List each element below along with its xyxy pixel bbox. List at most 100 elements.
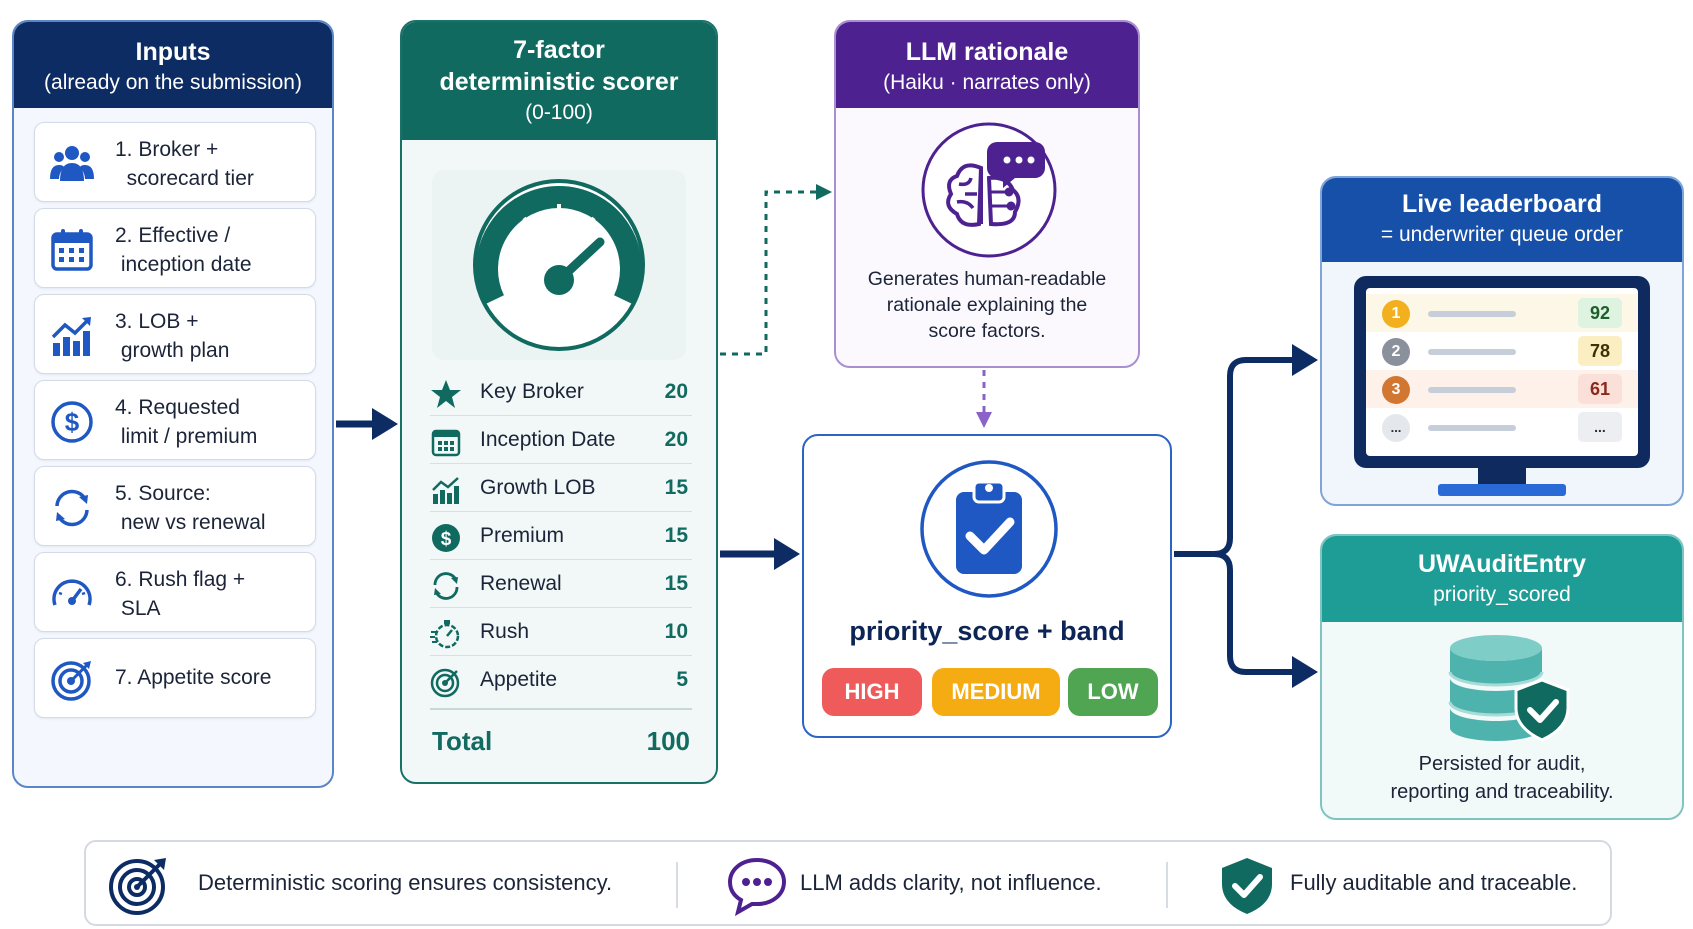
stopwatch-icon bbox=[430, 620, 460, 649]
input-item-appetite: 7. Appetite score bbox=[34, 638, 316, 718]
scorer-range: (0-100) bbox=[525, 101, 593, 124]
leaderboard-header: Live leaderboard = underwriter queue ord… bbox=[1322, 178, 1682, 262]
factor-value: 15 bbox=[664, 572, 688, 595]
input-item-rush: 6. Rush flag + SLA bbox=[34, 552, 316, 632]
leaderboard-subtitle: = underwriter queue order bbox=[1380, 223, 1624, 246]
audit-title: UWAuditEntry bbox=[1417, 550, 1587, 578]
row-placeholder-bar bbox=[1428, 311, 1516, 317]
arrowhead bbox=[816, 184, 832, 200]
factor-name: Inception Date bbox=[480, 428, 616, 451]
total-label: Total bbox=[432, 726, 493, 756]
arrowhead bbox=[976, 412, 992, 428]
input-item-label: 5. Source: new vs renewal bbox=[115, 482, 266, 534]
factor-row-growth-lob: Growth LOB 15 bbox=[430, 464, 692, 512]
brain-chat-icon bbox=[921, 122, 1057, 258]
arrow-priority-to-leaderboard bbox=[1174, 357, 1296, 557]
gauge-area bbox=[432, 170, 686, 360]
factor-value: 10 bbox=[664, 620, 688, 643]
leaderboard-title: Live leaderboard bbox=[1401, 190, 1603, 218]
factor-row-appetite: Appetite 5 bbox=[430, 656, 692, 704]
svg-text:$: $ bbox=[65, 407, 80, 437]
llm-description: Generates human-readable rationale expla… bbox=[867, 268, 1107, 342]
arrow-scorer-to-llm bbox=[720, 190, 820, 356]
rank-badge: ... bbox=[1382, 414, 1410, 442]
inputs-header: Inputs (already on the submission) bbox=[14, 22, 332, 108]
inputs-title: Inputs bbox=[135, 38, 211, 66]
factor-name: Appetite bbox=[480, 668, 558, 691]
row-score: 92 bbox=[1578, 298, 1622, 328]
arrowhead bbox=[372, 408, 398, 440]
leaderboard-panel: Live leaderboard = underwriter queue ord… bbox=[1320, 176, 1684, 506]
scorer-header: 7-factor deterministic scorer (0-100) bbox=[402, 22, 716, 140]
scorer-panel: 7-factor deterministic scorer (0-100) Ke… bbox=[400, 20, 718, 784]
factor-value: 15 bbox=[664, 476, 688, 499]
input-item-label: 1. Broker + scorecard tier bbox=[115, 138, 254, 190]
row-score: 61 bbox=[1578, 374, 1622, 404]
factor-row-inception-date: Inception Date 20 bbox=[430, 416, 692, 464]
inputs-panel: Inputs (already on the submission) 1. Br… bbox=[12, 20, 334, 788]
input-item-premium: $ 4. Requested limit / premium bbox=[34, 380, 316, 460]
arrowhead bbox=[774, 538, 800, 570]
audit-subtitle: priority_scored bbox=[1433, 583, 1571, 606]
llm-header: LLM rationale (Haiku · narrates only) bbox=[836, 22, 1138, 108]
input-item-label: 6. Rush flag + SLA bbox=[115, 568, 246, 620]
row-placeholder-bar bbox=[1428, 425, 1516, 431]
growth-chart-icon bbox=[51, 317, 91, 356]
row-placeholder-bar bbox=[1428, 387, 1516, 393]
input-item-label: 4. Requested limit / premium bbox=[115, 396, 258, 448]
input-item-label: 2. Effective / inception date bbox=[115, 224, 252, 276]
scorer-title-line2: deterministic scorer bbox=[439, 68, 679, 96]
row-score: 78 bbox=[1578, 336, 1622, 366]
target-icon bbox=[109, 858, 166, 915]
scorer-title-line1: 7-factor bbox=[513, 36, 605, 64]
shield-check-icon bbox=[1222, 858, 1272, 914]
row-score: ... bbox=[1578, 412, 1622, 442]
refresh-icon bbox=[55, 489, 89, 527]
factor-value: 20 bbox=[664, 428, 688, 451]
audit-header: UWAuditEntry priority_scored bbox=[1322, 536, 1682, 622]
input-item-broker: 1. Broker + scorecard tier bbox=[34, 122, 316, 202]
svg-text:$: $ bbox=[441, 529, 452, 550]
factor-value: 15 bbox=[664, 524, 688, 547]
footer-text: LLM adds clarity, not influence. bbox=[800, 870, 1102, 895]
calendar-icon bbox=[431, 429, 461, 457]
input-item-lob: 3. LOB + growth plan bbox=[34, 294, 316, 374]
rank-badge: 1 bbox=[1382, 300, 1410, 328]
target-icon bbox=[430, 668, 460, 698]
llm-title: LLM rationale bbox=[905, 38, 1069, 66]
llm-rationale-panel: LLM rationale (Haiku · narrates only) Ge… bbox=[834, 20, 1140, 368]
input-item-label: 3. LOB + growth plan bbox=[115, 310, 230, 362]
total-divider bbox=[430, 708, 692, 710]
arrow-priority-to-audit bbox=[1213, 551, 1296, 675]
total-value: 100 bbox=[646, 726, 690, 756]
leaderboard-row: 3 61 bbox=[1366, 370, 1638, 408]
dollar-icon: $ bbox=[51, 401, 93, 443]
input-item-label: 7. Appetite score bbox=[115, 666, 272, 689]
leaderboard-row: ... ... bbox=[1366, 408, 1638, 446]
rank-badge: 2 bbox=[1382, 338, 1410, 366]
chat-bubble-icon bbox=[727, 857, 787, 916]
llm-subtitle: (Haiku · narrates only) bbox=[883, 71, 1091, 94]
footer-bar: Deterministic scoring ensures consistenc… bbox=[84, 840, 1612, 926]
factor-row-renewal: Renewal 15 bbox=[430, 560, 692, 608]
inputs-subtitle: (already on the submission) bbox=[44, 71, 302, 94]
factor-row-rush: Rush 10 bbox=[430, 608, 692, 656]
input-item-source: 5. Source: new vs renewal bbox=[34, 466, 316, 546]
factor-name: Renewal bbox=[480, 572, 562, 595]
factor-value: 20 bbox=[664, 380, 688, 403]
calendar-icon bbox=[51, 229, 93, 271]
rank-badge: 3 bbox=[1382, 376, 1410, 404]
dollar-icon: $ bbox=[432, 524, 460, 552]
factor-value: 5 bbox=[676, 668, 688, 691]
database-shield-icon bbox=[1448, 635, 1570, 742]
input-item-inception: 2. Effective / inception date bbox=[34, 208, 316, 288]
target-icon bbox=[51, 661, 91, 701]
footer-text: Fully auditable and traceable. bbox=[1290, 870, 1578, 895]
audit-description: Persisted for audit, reporting and trace… bbox=[1390, 753, 1614, 803]
footer-separator bbox=[1166, 862, 1168, 908]
growth-chart-icon bbox=[432, 477, 459, 504]
factor-name: Key Broker bbox=[480, 380, 584, 403]
factor-name: Rush bbox=[480, 620, 530, 643]
priority-score-box: priority_score + band HIGH MEDIUM LOW bbox=[802, 434, 1172, 738]
leaderboard-screen: 1 92 2 78 3 61 ... ... bbox=[1366, 288, 1638, 456]
